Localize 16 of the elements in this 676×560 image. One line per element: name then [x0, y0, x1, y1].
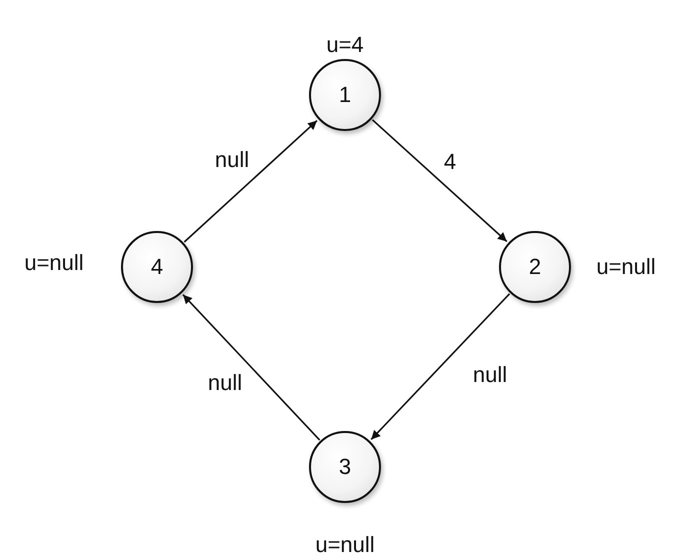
node-number: 4: [150, 254, 164, 280]
node-number: 1: [338, 82, 352, 108]
node-circle: [309, 59, 381, 131]
node-number: 2: [528, 254, 542, 280]
arrow: [182, 294, 320, 441]
arrow: [370, 293, 510, 440]
arrow: [184, 120, 318, 243]
node-annotation: u=null: [24, 250, 84, 276]
node-annotation: u=null: [596, 254, 656, 280]
node-number: 3: [338, 454, 352, 480]
node-circle: [309, 431, 381, 503]
node-circle: [499, 231, 571, 303]
arrow: [372, 119, 508, 242]
node-annotation: u=4: [326, 32, 364, 58]
node-circle: [121, 231, 193, 303]
node-annotation: u=null: [315, 532, 375, 558]
